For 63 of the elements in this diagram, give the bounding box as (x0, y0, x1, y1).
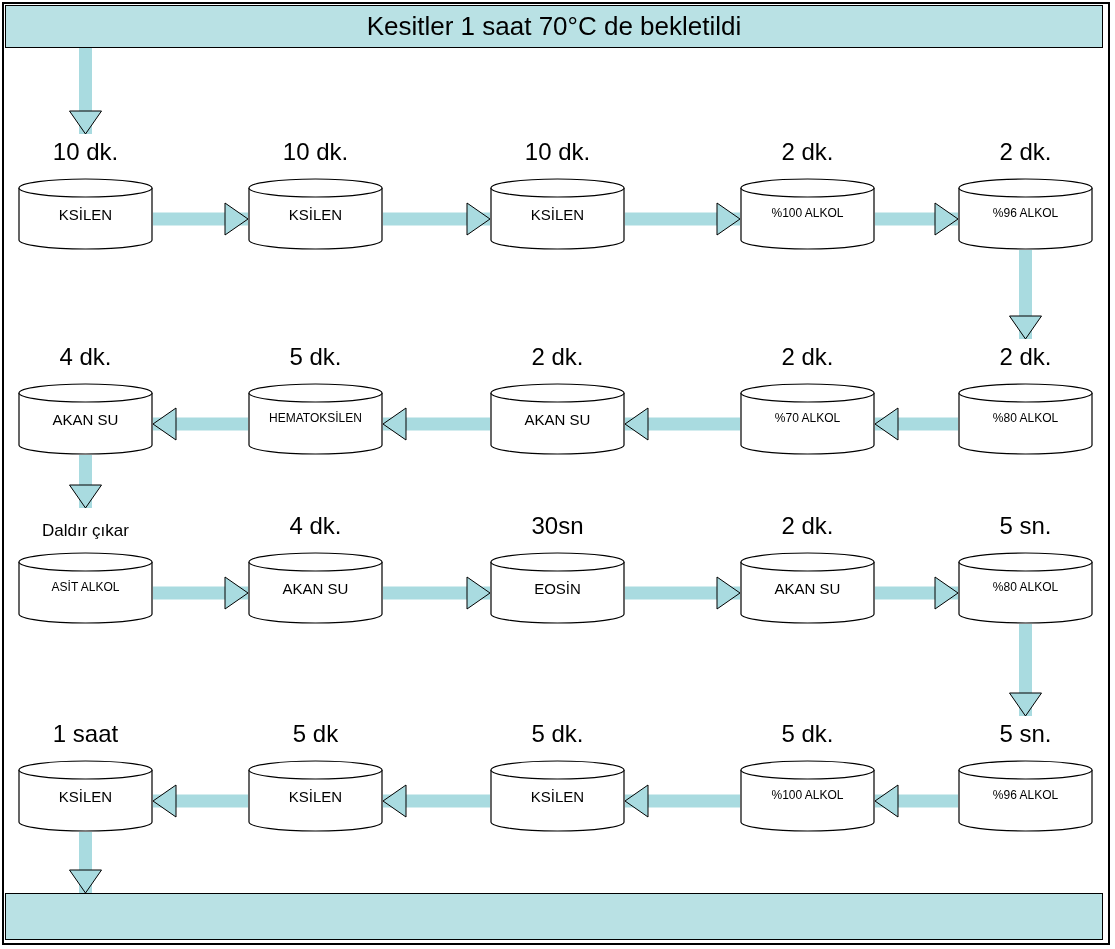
block-arrow (153, 576, 249, 610)
duration-label: 10 dk. (281, 137, 350, 167)
duration-label: 2 dk. (998, 342, 1053, 372)
reagent-label: %80 ALKOL (991, 580, 1060, 595)
reagent-label: KSİLEN (529, 206, 586, 225)
reagent-label: AKAN SU (51, 411, 120, 430)
duration-label: 5 sn. (998, 719, 1053, 749)
block-arrow (383, 576, 491, 610)
block-arrow (382, 784, 490, 818)
reagent-label: EOSİN (533, 580, 582, 599)
block-arrow (69, 48, 102, 135)
duration-label: 30sn (530, 511, 585, 541)
reagent-label: HEMATOKSİLEN (268, 411, 363, 426)
block-arrow (69, 832, 102, 894)
block-arrow (152, 784, 248, 818)
duration-label: 4 dk. (288, 511, 343, 541)
reagent-label: %100 ALKOL (770, 206, 845, 221)
banner-box: Kesitler 1 saat 70°C de bekletildi (5, 5, 1103, 48)
reagent-label: %96 ALKOL (991, 206, 1060, 221)
reagent-label: KSİLEN (57, 788, 114, 807)
block-arrow (624, 407, 740, 441)
block-arrow (874, 407, 958, 441)
duration-label: 5 sn. (998, 511, 1053, 541)
reagent-label: %96 ALKOL (991, 788, 1060, 803)
duration-label: 4 dk. (58, 342, 113, 372)
block-arrow (625, 202, 741, 236)
block-arrow (875, 202, 959, 236)
duration-label: 2 dk. (530, 342, 585, 372)
block-arrow (1009, 624, 1042, 717)
reagent-label: %70 ALKOL (773, 411, 842, 426)
duration-label: 5 dk. (780, 719, 835, 749)
duration-label: 10 dk. (523, 137, 592, 167)
duration-label: 2 dk. (780, 342, 835, 372)
block-arrow (1009, 250, 1042, 340)
duration-label: 1 saat (51, 719, 120, 749)
block-arrow (152, 407, 248, 441)
duration-label: 10 dk. (51, 137, 120, 167)
block-arrow (153, 202, 249, 236)
reagent-label: AKAN SU (773, 580, 842, 599)
duration-label: Daldır çıkar (41, 520, 130, 542)
duration-label: 5 dk (291, 719, 340, 749)
block-arrow (382, 407, 490, 441)
block-arrow (875, 576, 959, 610)
duration-label: 5 dk. (530, 719, 585, 749)
reagent-label: AKAN SU (281, 580, 350, 599)
duration-label: 2 dk. (998, 137, 1053, 167)
block-arrow (625, 576, 741, 610)
reagent-label: KSİLEN (287, 788, 344, 807)
banner-box (5, 893, 1103, 940)
reagent-label: KSİLEN (287, 206, 344, 225)
block-arrow (874, 784, 958, 818)
block-arrow (69, 455, 102, 509)
reagent-label: KSİLEN (529, 788, 586, 807)
reagent-label: ASİT ALKOL (50, 580, 121, 595)
duration-label: 5 dk. (288, 342, 343, 372)
reagent-label: AKAN SU (523, 411, 592, 430)
block-arrow (624, 784, 740, 818)
block-arrow (383, 202, 491, 236)
duration-label: 2 dk. (780, 511, 835, 541)
reagent-label: %100 ALKOL (770, 788, 845, 803)
reagent-label: %80 ALKOL (991, 411, 1060, 426)
duration-label: 2 dk. (780, 137, 835, 167)
reagent-label: KSİLEN (57, 206, 114, 225)
